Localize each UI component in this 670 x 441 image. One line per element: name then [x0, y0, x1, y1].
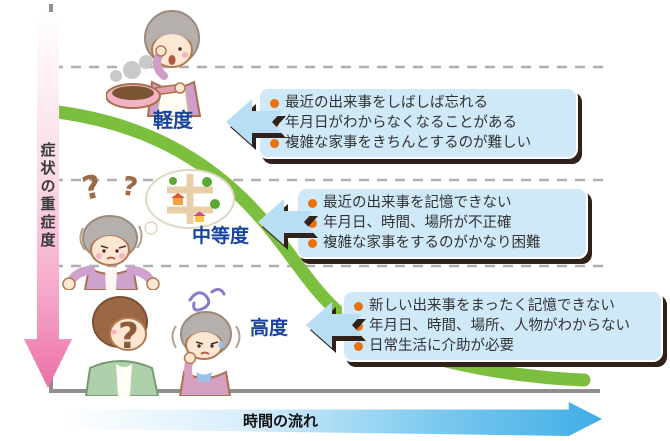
x-axis-label: 時間の流れ: [243, 412, 319, 430]
svg-text:?: ?: [79, 167, 105, 208]
symptom-item: 年月日がわからなくなることがある: [270, 113, 566, 133]
y-axis-label: 症状の重症度: [38, 142, 57, 251]
bullet-icon: [270, 139, 279, 148]
symptom-text: 最近の出来事をしばしば忘れる: [285, 95, 488, 111]
stage-label-mild: 軽度: [153, 108, 193, 132]
bullet-icon: [308, 239, 317, 248]
symptom-item: 新しい出来事をまったく記憶できない: [354, 296, 651, 316]
symptom-item: 年月日、時間、場所が不正確: [308, 213, 576, 233]
bullet-icon: [354, 302, 363, 311]
symptom-box-moderate: 最近の出来事を記憶できない 年月日、時間、場所が不正確 複雑な家事をするのがかな…: [296, 187, 588, 259]
symptom-text: 年月日、時間、場所、人物がわからない: [369, 318, 630, 334]
bullet-icon: [308, 219, 317, 228]
cooking-grandma-burnt-pan-illustration: [106, 10, 202, 117]
confused-grandma-lost-map-illustration: ? ?: [62, 167, 235, 290]
svg-text:?: ?: [118, 316, 139, 357]
symptom-item: 複雑な家事をするのがかなり困難: [308, 233, 576, 253]
symptom-text: 新しい出来事をまったく記憶できない: [369, 298, 615, 314]
symptom-text: 年月日がわからなくなることがある: [285, 115, 517, 131]
stage-label-moderate: 中等度: [192, 225, 250, 247]
stage-label-severe: 高度: [250, 317, 289, 339]
symptom-box-severe: 新しい出来事をまったく記憶できない 年月日、時間、場所、人物がわからない 日常生…: [342, 290, 663, 362]
grandma-not-recognizing-family-illustration: ?: [84, 287, 241, 396]
left-arrow-icon: [258, 199, 318, 250]
symptom-text: 日常生活に介助が必要: [369, 338, 514, 354]
bullet-icon: [354, 342, 363, 351]
left-arrow-icon: [306, 302, 366, 353]
left-arrow-icon: [226, 99, 286, 150]
symptom-text: 最近の出来事を記憶できない: [323, 195, 512, 211]
symptom-item: 最近の出来事を記憶できない: [308, 193, 576, 213]
symptom-item: 年月日、時間、場所、人物がわからない: [354, 316, 651, 336]
symptom-text: 複雑な家事をするのがかなり困難: [323, 235, 541, 251]
symptom-item: 最近の出来事をしばしば忘れる: [270, 93, 566, 113]
symptom-box-mild: 最近の出来事をしばしば忘れる 年月日がわからなくなることがある 複雑な家事をきち…: [258, 87, 578, 159]
symptom-item: 複雑な家事をきちんとするのが難しい: [270, 133, 566, 153]
decline-curve: [51, 105, 591, 387]
symptom-item: 日常生活に介助が必要: [354, 336, 651, 356]
bullet-icon: [308, 199, 317, 208]
svg-text:?: ?: [120, 171, 140, 203]
symptom-text: 年月日、時間、場所が不正確: [323, 215, 512, 231]
symptom-text: 複雑な家事をきちんとするのが難しい: [285, 135, 532, 151]
bullet-icon: [270, 99, 279, 108]
